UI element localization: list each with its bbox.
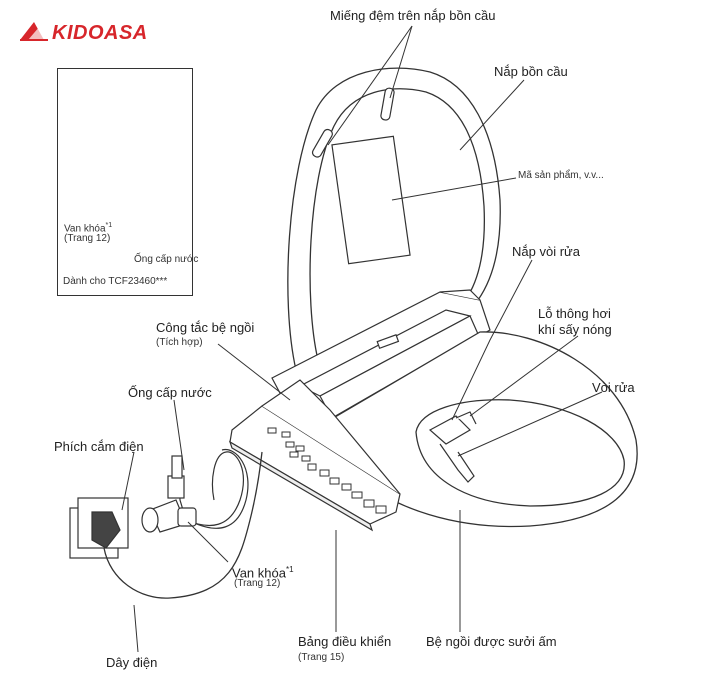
label-lid: Nắp bồn cầu [494,64,568,79]
label-dryer-vent-1: Lỗ thông hơi [538,306,611,321]
inset-panel [57,68,193,296]
inset-valve-text: Van khóa [64,223,106,235]
label-nozzle-cover: Nắp vòi rửa [512,244,580,259]
lid-cushion [311,87,395,158]
inset-valve-page: (Trang 12) [64,233,111,244]
label-heated-seat: Bệ ngồi được sưởi ấm [426,634,557,649]
label-water-supply: Ống cấp nước [128,385,212,400]
label-seat-cushion: Miếng đệm trên nắp bồn cầu [330,8,496,23]
inset-supply-label: Ống cấp nước [134,254,199,265]
label-valve: Van khóa*1 [232,562,294,580]
label-nozzle: Vòi rửa [592,380,635,395]
label-plug: Phích cắm điện [54,439,144,454]
product-code-sticker [331,135,411,265]
control-buttons [267,427,387,514]
nozzle [428,411,477,483]
label-seat-switch-note: (Tích hợp) [156,337,203,348]
power-outlet-icon [69,497,129,559]
inset-valve-label: Van khóa*1 [64,220,112,235]
power-cord [103,451,263,599]
inset-valve-note: *1 [105,222,113,229]
label-control-panel-page: (Trang 15) [298,652,345,663]
label-seat-switch: Công tắc bệ ngồi [156,320,255,335]
label-dryer-vent-2: khí sấy nóng [538,322,612,337]
label-valve-page: (Trang 12) [234,578,281,589]
label-power-cord: Dây điện [106,655,158,670]
label-valve-note: *1 [285,565,294,574]
label-valve-text: Van khóa [232,565,286,581]
label-control-panel: Bảng điều khiển [298,634,392,649]
inset-model-caption: Dành cho TCF23460*** [63,276,168,287]
shutoff-valve-icon [141,455,197,533]
label-product-code: Mã sản phẩm, v.v... [518,170,604,181]
brand-logo: KIDOASA [52,22,148,44]
kidoasa-logo-icon [20,22,48,41]
